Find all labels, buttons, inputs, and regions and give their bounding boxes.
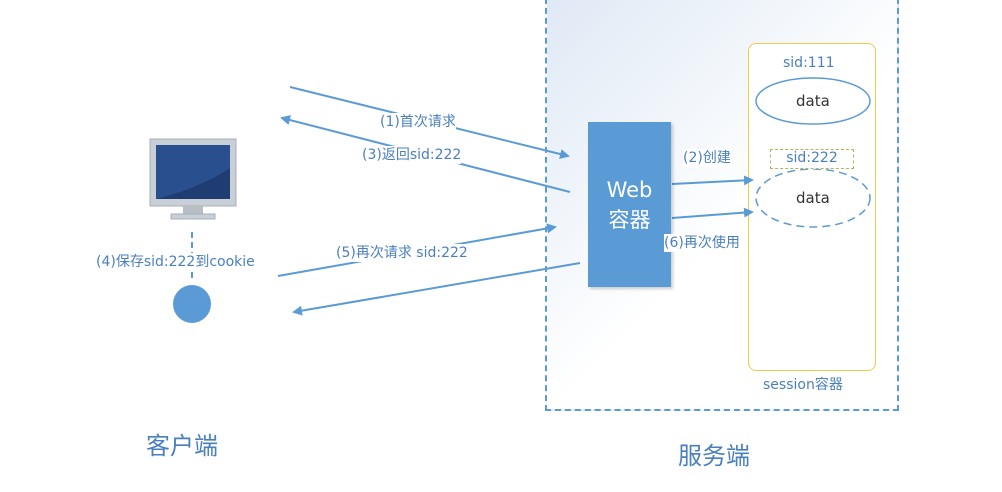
- label-first-request: (1)首次请求: [380, 113, 456, 131]
- client-title: 客户端: [146, 432, 218, 460]
- arrow-reuse-session: [671, 207, 754, 219]
- session-id-222: sid:222: [770, 149, 854, 169]
- label-return-sid: (3)返回sid:222: [362, 146, 462, 164]
- session-data-222: data: [796, 189, 830, 207]
- web-container-label-line1: Web: [606, 177, 653, 202]
- label-create: (2)创建: [683, 149, 731, 167]
- web-container-box: Web 容器: [588, 122, 671, 287]
- server-title: 服务端: [678, 442, 750, 470]
- label-save-cookie: (4)保存sid:222到cookie: [96, 253, 255, 271]
- cookie-store-dot: [173, 285, 211, 323]
- session-ellipse-111: [755, 77, 871, 125]
- label-reuse: (6)再次使用: [664, 234, 740, 252]
- arrow-create-session: [671, 175, 754, 186]
- session-container-label: session容器: [763, 377, 843, 393]
- label-second-request: (5)再次请求 sid:222: [336, 244, 468, 262]
- session-data-111: data: [796, 92, 830, 110]
- arrow-second-response: [292, 262, 581, 316]
- session-id-111: sid:111: [783, 55, 835, 71]
- session-ellipse-222: [755, 168, 871, 228]
- web-container-label-line2: 容器: [608, 207, 651, 232]
- computer-monitor-icon: [149, 138, 237, 220]
